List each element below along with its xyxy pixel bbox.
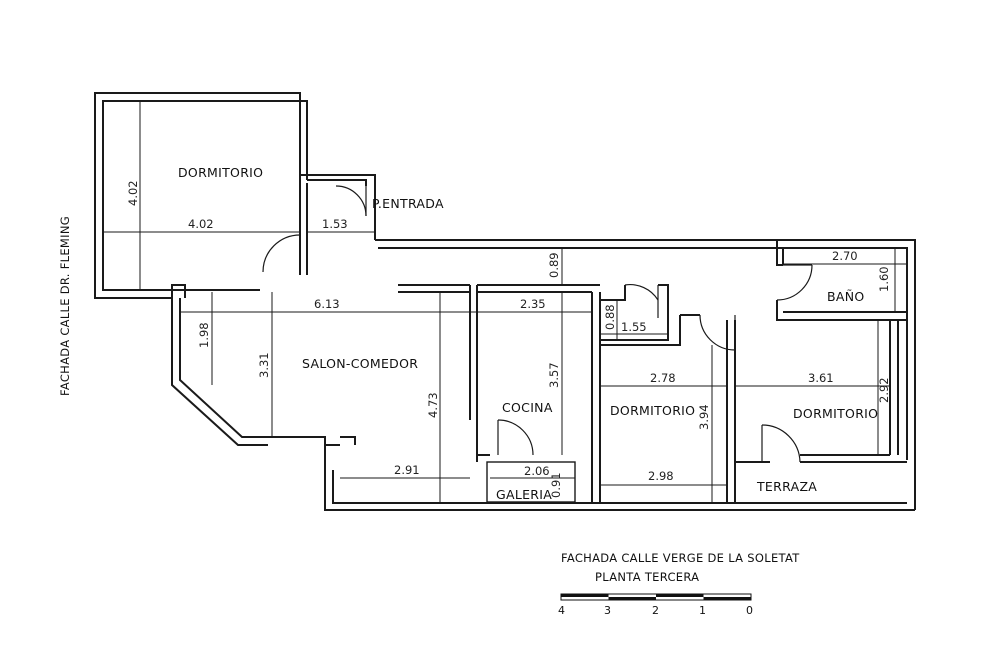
room-label-dormitorio: DORMITORIO xyxy=(610,403,695,418)
scale-tick-label: 4 xyxy=(558,604,565,617)
dimension-label: 6.13 xyxy=(314,297,340,311)
scale-tick-label: 2 xyxy=(652,604,659,617)
dimension-label: 4.02 xyxy=(126,180,140,206)
dimension-label: 3.31 xyxy=(257,352,271,378)
scale-tick-label: 3 xyxy=(604,604,611,617)
scale-tick-label: 0 xyxy=(746,604,753,617)
dimension-labels: 4.02 4.02 1.53 6.13 1.98 3.31 4.73 2.91 … xyxy=(126,180,891,498)
room-label-terraza: TERRAZA xyxy=(756,479,817,494)
dimension-label: 2.98 xyxy=(648,469,674,483)
room-label-entrada: P.ENTRADA xyxy=(372,196,444,211)
dimension-label: 3.94 xyxy=(697,404,711,430)
room-label-salon: SALON-COMEDOR xyxy=(302,356,418,371)
dimension-label: 2.06 xyxy=(524,464,550,478)
dimension-label: 1.98 xyxy=(197,322,211,348)
interior-walls xyxy=(140,183,907,503)
dimension-label: 0.89 xyxy=(547,252,561,278)
room-label-galeria: GALERIA xyxy=(496,487,552,502)
dimension-label: 4.73 xyxy=(426,392,440,418)
dimension-label: 2.91 xyxy=(394,463,420,477)
room-label-dormitorio: DORMITORIO xyxy=(793,406,878,421)
side-facade-caption: FACHADA CALLE DR. FLEMING xyxy=(58,216,72,396)
scale-tick-label: 1 xyxy=(699,604,706,617)
dimension-label: 0.91 xyxy=(549,472,563,498)
dimension-label: 2.35 xyxy=(520,297,546,311)
dimension-label: 2.70 xyxy=(832,249,858,263)
dimension-label: 0.88 xyxy=(603,304,617,330)
floor-caption: PLANTA TERCERA xyxy=(595,570,699,584)
dimension-label: 1.53 xyxy=(322,217,348,231)
outer-walls xyxy=(94,92,916,511)
doors xyxy=(262,185,813,463)
room-label-dormitorio: DORMITORIO xyxy=(178,165,263,180)
dimension-label: 3.57 xyxy=(547,362,561,388)
dimension-label: 1.55 xyxy=(621,320,647,334)
room-label-cocina: COCINA xyxy=(502,400,553,415)
dimension-label: 1.60 xyxy=(877,266,891,292)
room-labels: DORMITORIO P.ENTRADA SALON-COMEDOR COCIN… xyxy=(178,165,878,502)
scale-bar: 4 3 2 1 0 xyxy=(558,593,753,617)
dimension-lines xyxy=(103,101,907,503)
dimension-label: 4.02 xyxy=(188,217,214,231)
dimension-label: 3.61 xyxy=(808,371,834,385)
dimension-label: 2.92 xyxy=(877,377,891,403)
room-label-bano: BAÑO xyxy=(827,289,865,304)
dimension-label: 2.78 xyxy=(650,371,676,385)
front-facade-caption: FACHADA CALLE VERGE DE LA SOLETAT xyxy=(561,551,800,565)
